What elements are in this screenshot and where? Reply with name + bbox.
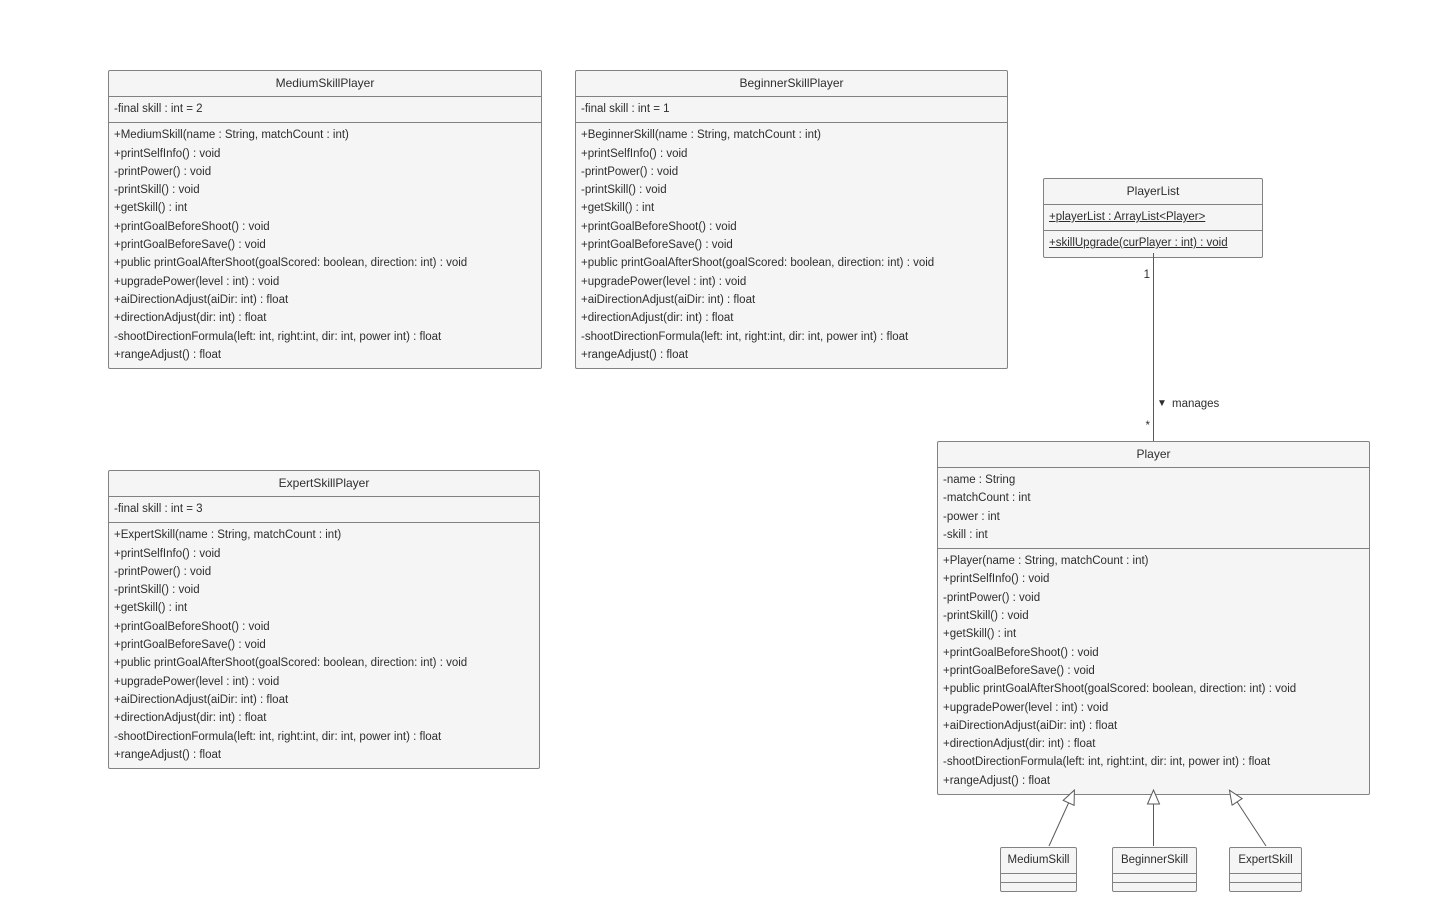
- class-title: PlayerList: [1044, 179, 1262, 205]
- member-line: -matchCount : int: [943, 492, 1031, 505]
- multiplicity-source: 1: [1144, 269, 1150, 281]
- class-title: MediumSkillPlayer: [109, 71, 541, 97]
- member-line: +printSelfInfo() : void: [943, 573, 1050, 586]
- member-line: -power : int: [943, 510, 1000, 523]
- member-line: +skillUpgrade(curPlayer : int) : void: [1049, 237, 1228, 250]
- member-line: +upgradePower(level : int) : void: [114, 675, 280, 688]
- member-line: +aiDirectionAdjust(aiDir: int) : float: [114, 293, 289, 306]
- class-player[interactable]: Player -name : String -matchCount : int -p…: [937, 441, 1370, 796]
- class-title: ExpertSkillPlayer: [109, 471, 539, 497]
- member-line: -final skill : int = 1: [581, 103, 670, 115]
- member-line: -final skill : int = 2: [114, 103, 203, 115]
- member-line: +printGoalBeforeShoot() : void: [581, 220, 737, 233]
- member-line: -printPower() : void: [114, 165, 212, 178]
- attributes-compartment: +playerList : ArrayList<Player>: [1044, 205, 1262, 232]
- member-line: +MediumSkill(name : String, matchCount :…: [114, 129, 349, 142]
- class-title: BeginnerSkillPlayer: [576, 71, 1007, 97]
- member-line: -printSkill() : void: [943, 610, 1029, 623]
- member-line: +aiDirectionAdjust(aiDir: int) : float: [114, 693, 289, 706]
- member-line: -printPower() : void: [581, 165, 679, 178]
- member-line: +aiDirectionAdjust(aiDir: int) : float: [943, 719, 1118, 732]
- member-line: -shootDirectionFormula(left: int, right:…: [581, 330, 909, 343]
- attributes-compartment: -name : String -matchCount : int -power : …: [938, 468, 1369, 550]
- member-line: +printGoalBeforeSave() : void: [581, 239, 733, 252]
- member-line: +public printGoalAfterShoot(goalScored: …: [943, 683, 1297, 696]
- methods-compartment-empty: [1113, 883, 1196, 891]
- member-line: -shootDirectionFormula(left: int, right:…: [114, 730, 442, 743]
- generalization-expertskill-player[interactable]: [1230, 791, 1267, 847]
- member-line: +upgradePower(level : int) : void: [943, 701, 1109, 714]
- direction-triangle-icon: ▼: [1157, 398, 1167, 409]
- methods-compartment-empty: [1230, 883, 1301, 891]
- member-line: +printGoalBeforeShoot() : void: [943, 646, 1099, 659]
- methods-compartment: +skillUpgrade(curPlayer : int) : void: [1044, 231, 1262, 256]
- member-line: +public printGoalAfterShoot(goalScored: …: [114, 257, 468, 270]
- member-line: -skill : int: [943, 528, 988, 541]
- methods-compartment: +Player(name : String, matchCount : int)…: [938, 549, 1369, 794]
- member-line: +getSkill() : int: [581, 202, 655, 215]
- member-line: +upgradePower(level : int) : void: [581, 275, 747, 288]
- class-mediumskillplayer[interactable]: MediumSkillPlayer -final skill : int = 2…: [108, 70, 542, 370]
- member-line: +printGoalBeforeSave() : void: [943, 664, 1095, 677]
- methods-compartment: +MediumSkill(name : String, matchCount :…: [109, 123, 541, 368]
- member-line: +printSelfInfo() : void: [581, 147, 688, 160]
- member-line: +rangeAdjust() : float: [581, 348, 689, 361]
- member-line: -final skill : int = 3: [114, 503, 203, 515]
- member-line: -printSkill() : void: [114, 184, 200, 197]
- attributes-compartment: -final skill : int = 3: [109, 497, 539, 524]
- member-line: +getSkill() : int: [114, 202, 188, 215]
- member-line: -printSkill() : void: [581, 184, 667, 197]
- attributes-compartment: -final skill : int = 1: [576, 97, 1007, 124]
- member-line: +printGoalBeforeSave() : void: [114, 239, 266, 252]
- member-line: +printGoalBeforeShoot() : void: [114, 620, 270, 633]
- member-line: +rangeAdjust() : float: [114, 348, 222, 361]
- member-line: +public printGoalAfterShoot(goalScored: …: [114, 657, 468, 670]
- member-line: +ExpertSkill(name : String, matchCount :…: [114, 529, 342, 542]
- member-line: +printSelfInfo() : void: [114, 147, 221, 160]
- member-line: +upgradePower(level : int) : void: [114, 275, 280, 288]
- member-line: +printSelfInfo() : void: [114, 547, 221, 560]
- member-line: +rangeAdjust() : float: [114, 748, 222, 761]
- class-title: BeginnerSkill: [1113, 848, 1196, 874]
- member-line: +printGoalBeforeSave() : void: [114, 639, 266, 652]
- attributes-compartment-empty: [1001, 874, 1076, 883]
- class-beginnerskillplayer[interactable]: BeginnerSkillPlayer -final skill : int =…: [575, 70, 1008, 370]
- class-expertskill[interactable]: ExpertSkill: [1229, 847, 1302, 892]
- member-line: +directionAdjust(dir: int) : float: [943, 738, 1096, 751]
- member-line: -shootDirectionFormula(left: int, right:…: [943, 756, 1271, 769]
- class-expertskillplayer[interactable]: ExpertSkillPlayer -final skill : int = 3…: [108, 470, 540, 770]
- attributes-compartment-empty: [1230, 874, 1301, 883]
- member-line: -name : String: [943, 474, 1016, 486]
- class-title: MediumSkill: [1001, 848, 1076, 874]
- association-label: manages: [1172, 398, 1220, 410]
- class-mediumskill[interactable]: MediumSkill: [1000, 847, 1077, 892]
- member-line: +directionAdjust(dir: int) : float: [114, 312, 267, 325]
- member-line: +directionAdjust(dir: int) : float: [114, 712, 267, 725]
- class-title: Player: [938, 442, 1369, 468]
- class-playerlist[interactable]: PlayerList +playerList : ArrayList<Playe…: [1043, 178, 1263, 258]
- member-line: +printGoalBeforeShoot() : void: [114, 220, 270, 233]
- member-line: +getSkill() : int: [943, 628, 1017, 641]
- attributes-compartment-empty: [1113, 874, 1196, 883]
- generalization-mediumskill-player[interactable]: [1048, 791, 1074, 847]
- member-line: -shootDirectionFormula(left: int, right:…: [114, 330, 442, 343]
- multiplicity-target: *: [1146, 420, 1151, 432]
- member-line: -printPower() : void: [114, 565, 212, 578]
- member-line: +rangeAdjust() : float: [943, 774, 1051, 787]
- member-line: -printPower() : void: [943, 591, 1041, 604]
- class-title: ExpertSkill: [1230, 848, 1301, 874]
- member-line: +directionAdjust(dir: int) : float: [581, 312, 734, 325]
- member-line: +getSkill() : int: [114, 602, 188, 615]
- member-line: +BeginnerSkill(name : String, matchCount…: [581, 129, 822, 142]
- methods-compartment-empty: [1001, 883, 1076, 891]
- member-line: -printSkill() : void: [114, 584, 200, 597]
- member-line: +Player(name : String, matchCount : int): [943, 555, 1149, 568]
- member-line: +public printGoalAfterShoot(goalScored: …: [581, 257, 935, 270]
- member-line: +aiDirectionAdjust(aiDir: int) : float: [581, 293, 756, 306]
- class-beginnerskill[interactable]: BeginnerSkill: [1112, 847, 1197, 892]
- methods-compartment: +BeginnerSkill(name : String, matchCount…: [576, 123, 1007, 368]
- attributes-compartment: -final skill : int = 2: [109, 97, 541, 124]
- member-line: +playerList : ArrayList<Player>: [1049, 211, 1206, 223]
- methods-compartment: +ExpertSkill(name : String, matchCount :…: [109, 523, 539, 768]
